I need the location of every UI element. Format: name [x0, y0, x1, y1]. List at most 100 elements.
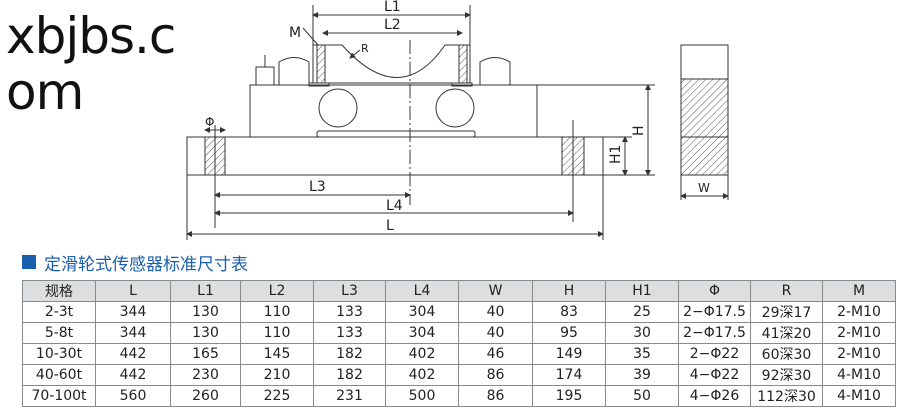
table-cell: 83 — [532, 301, 606, 323]
table-cell: 402 — [385, 343, 459, 365]
column-header: L4 — [385, 280, 459, 302]
table-cell: 10-30t — [22, 343, 96, 365]
column-header: L2 — [240, 280, 314, 302]
hole-right — [435, 88, 475, 128]
table-cell: 110 — [240, 322, 314, 344]
table-cell: 41深20 — [750, 322, 823, 344]
table-cell: 4-M10 — [822, 385, 896, 407]
table-cell: 112深30 — [750, 385, 823, 407]
table-cell: 4-M10 — [822, 364, 896, 386]
table-cell: 442 — [95, 343, 171, 365]
table-cell: 70-100t — [22, 385, 96, 407]
table-cell: 402 — [385, 364, 459, 386]
table-cell: 110 — [240, 301, 314, 323]
table-cell: 174 — [532, 364, 606, 386]
table-cell: 35 — [605, 343, 679, 365]
table-cell: 210 — [240, 364, 314, 386]
label-L2: L2 — [384, 17, 401, 33]
label-W: W — [698, 181, 710, 195]
table-cell: 133 — [313, 301, 386, 323]
table-cell: 2−Φ17.5 — [678, 301, 751, 323]
table-cell: 149 — [532, 343, 606, 365]
table-cell: 231 — [313, 385, 386, 407]
table-cell: 2−Φ22 — [678, 343, 751, 365]
table-cell: 2-M10 — [822, 322, 896, 344]
table-cell: 195 — [532, 385, 606, 407]
table-cell: 165 — [170, 343, 241, 365]
table-cell: 344 — [95, 301, 171, 323]
table-cell: 4−Φ26 — [678, 385, 751, 407]
table-cell: 50 — [605, 385, 679, 407]
label-phi: Φ — [205, 115, 214, 129]
table-cell: 145 — [240, 343, 314, 365]
label-H1: H1 — [608, 145, 624, 164]
label-L1: L1 — [384, 0, 401, 15]
label-L4: L4 — [386, 198, 403, 214]
table-cell: 29深17 — [750, 301, 823, 323]
section-title: 定滑轮式传感器标准尺寸表 — [22, 251, 248, 275]
table-cell: 133 — [313, 322, 386, 344]
table-cell: 230 — [170, 364, 241, 386]
table-cell: 304 — [385, 322, 459, 344]
column-header: W — [458, 280, 533, 302]
table-cell: 39 — [605, 364, 679, 386]
table-cell: 5-8t — [22, 322, 96, 344]
label-L3: L3 — [309, 179, 326, 195]
table-cell: 442 — [95, 364, 171, 386]
base-plate — [186, 136, 604, 176]
table-cell: 46 — [458, 343, 533, 365]
table-cell: 225 — [240, 385, 314, 407]
title-marker-icon — [22, 255, 36, 269]
label-R: R — [361, 42, 369, 55]
table-cell: 40-60t — [22, 364, 96, 386]
table-cell: 86 — [458, 385, 533, 407]
table-cell: 4−Φ22 — [678, 364, 751, 386]
table-cell: 40 — [458, 322, 533, 344]
table-cell: 260 — [170, 385, 241, 407]
column-header: R — [750, 280, 823, 302]
table-cell: 86 — [458, 364, 533, 386]
label-L: L — [386, 218, 394, 234]
table-cell: 500 — [385, 385, 459, 407]
table-cell: 130 — [170, 301, 241, 323]
column-header: 规格 — [22, 280, 96, 302]
pulley-cradle — [312, 44, 471, 84]
table-cell: 30 — [605, 322, 679, 344]
title-text: 定滑轮式传感器标准尺寸表 — [44, 254, 248, 275]
label-M: M — [289, 25, 301, 41]
dimension-drawing: L1 L2 M R Φ L3 L4 L H H1 W — [186, 0, 729, 240]
column-header: M — [822, 280, 896, 302]
column-header: L — [95, 280, 171, 302]
column-header: L3 — [313, 280, 386, 302]
table-cell: 182 — [313, 364, 386, 386]
table-cell: 2-M10 — [822, 343, 896, 365]
label-H: H — [631, 125, 647, 136]
table-cell: 92深30 — [750, 364, 823, 386]
column-header: H — [532, 280, 606, 302]
hole-left — [318, 88, 358, 128]
table-cell: 182 — [313, 343, 386, 365]
watermark: xbjbs.com — [6, 7, 176, 121]
column-header: L1 — [170, 280, 241, 302]
table-cell: 60深30 — [750, 343, 823, 365]
table-cell: 2−Φ17.5 — [678, 322, 751, 344]
sensor-body — [249, 84, 538, 138]
table-cell: 344 — [95, 322, 171, 344]
column-header: H1 — [605, 280, 679, 302]
table-cell: 2-M10 — [822, 301, 896, 323]
table-cell: 2-3t — [22, 301, 96, 323]
table-cell: 95 — [532, 322, 606, 344]
table-cell: 304 — [385, 301, 459, 323]
table-cell: 560 — [95, 385, 171, 407]
table-cell: 40 — [458, 301, 533, 323]
column-header: Φ — [678, 280, 751, 302]
table-cell: 130 — [170, 322, 241, 344]
